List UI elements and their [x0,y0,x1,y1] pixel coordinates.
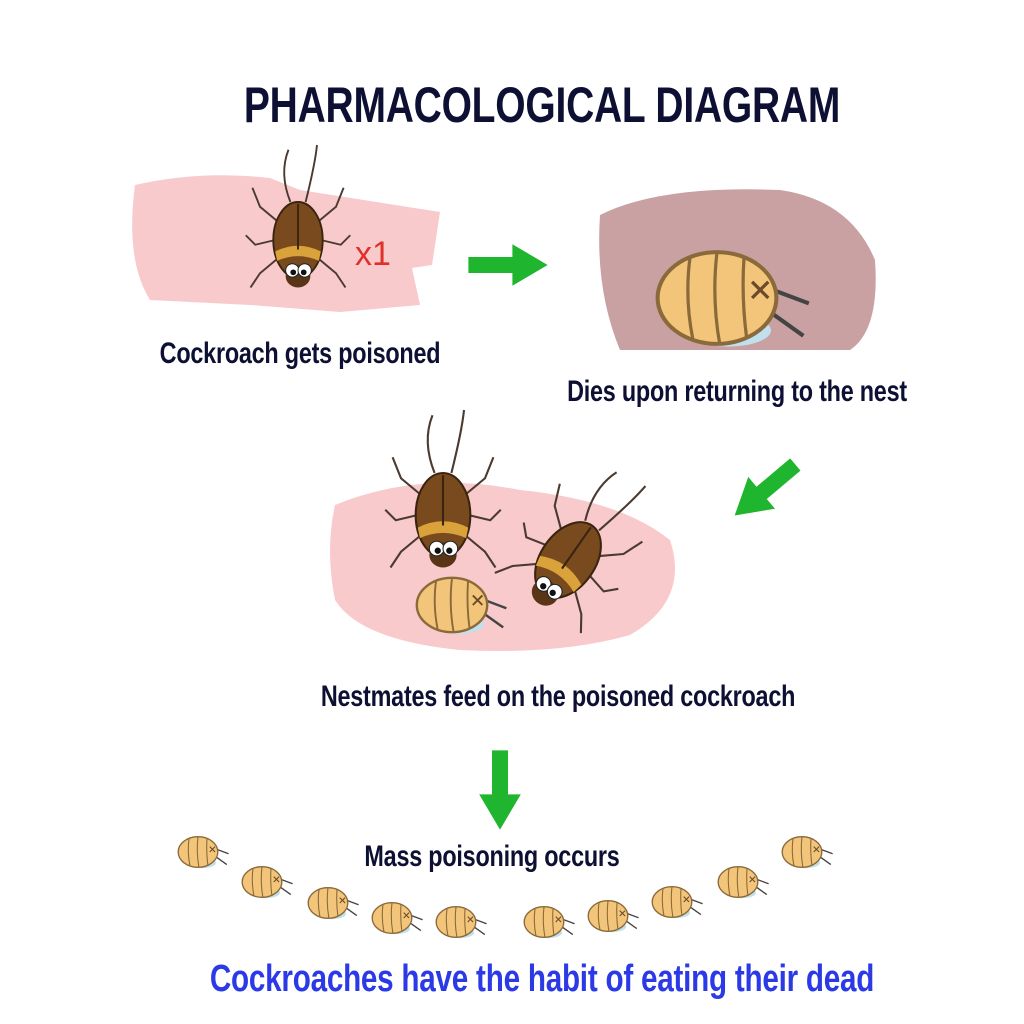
footer-caption: Cockroaches have the habit of eating the… [209,958,875,1000]
step2-panel [599,189,876,350]
step3-panel [330,408,677,651]
dead-cockroach-icon [651,886,704,919]
dead-cockroach-icon [717,866,770,899]
step1-panel: x1 [132,144,440,312]
dead-cockroach-icon [241,866,294,899]
dead-cockroach-icon [307,887,360,920]
step-label-nestmates: Nestmates feed on the poisoned cockroach [320,680,796,713]
arrow-down-icon [479,750,521,830]
count-badge: x1 [355,235,391,273]
dead-cockroach-icon [371,902,424,935]
dead-cockroach-icon [587,900,640,933]
step-label-mass-poisoning: Mass poisoning occurs [364,840,620,873]
step-label-dies: Dies upon returning to the nest [567,375,907,408]
dead-cockroach-icon [523,906,576,939]
dead-cockroach-icon [177,836,230,869]
arrow-right-icon [468,244,548,286]
arrow-down-left-icon [721,448,809,532]
step-label-poisoned: Cockroach gets poisoned [159,337,441,370]
dead-cockroach-icon [781,836,834,869]
dead-cockroach-icon [435,906,488,939]
diagram-title: PHARMACOLOGICAL DIAGRAM [243,77,841,133]
